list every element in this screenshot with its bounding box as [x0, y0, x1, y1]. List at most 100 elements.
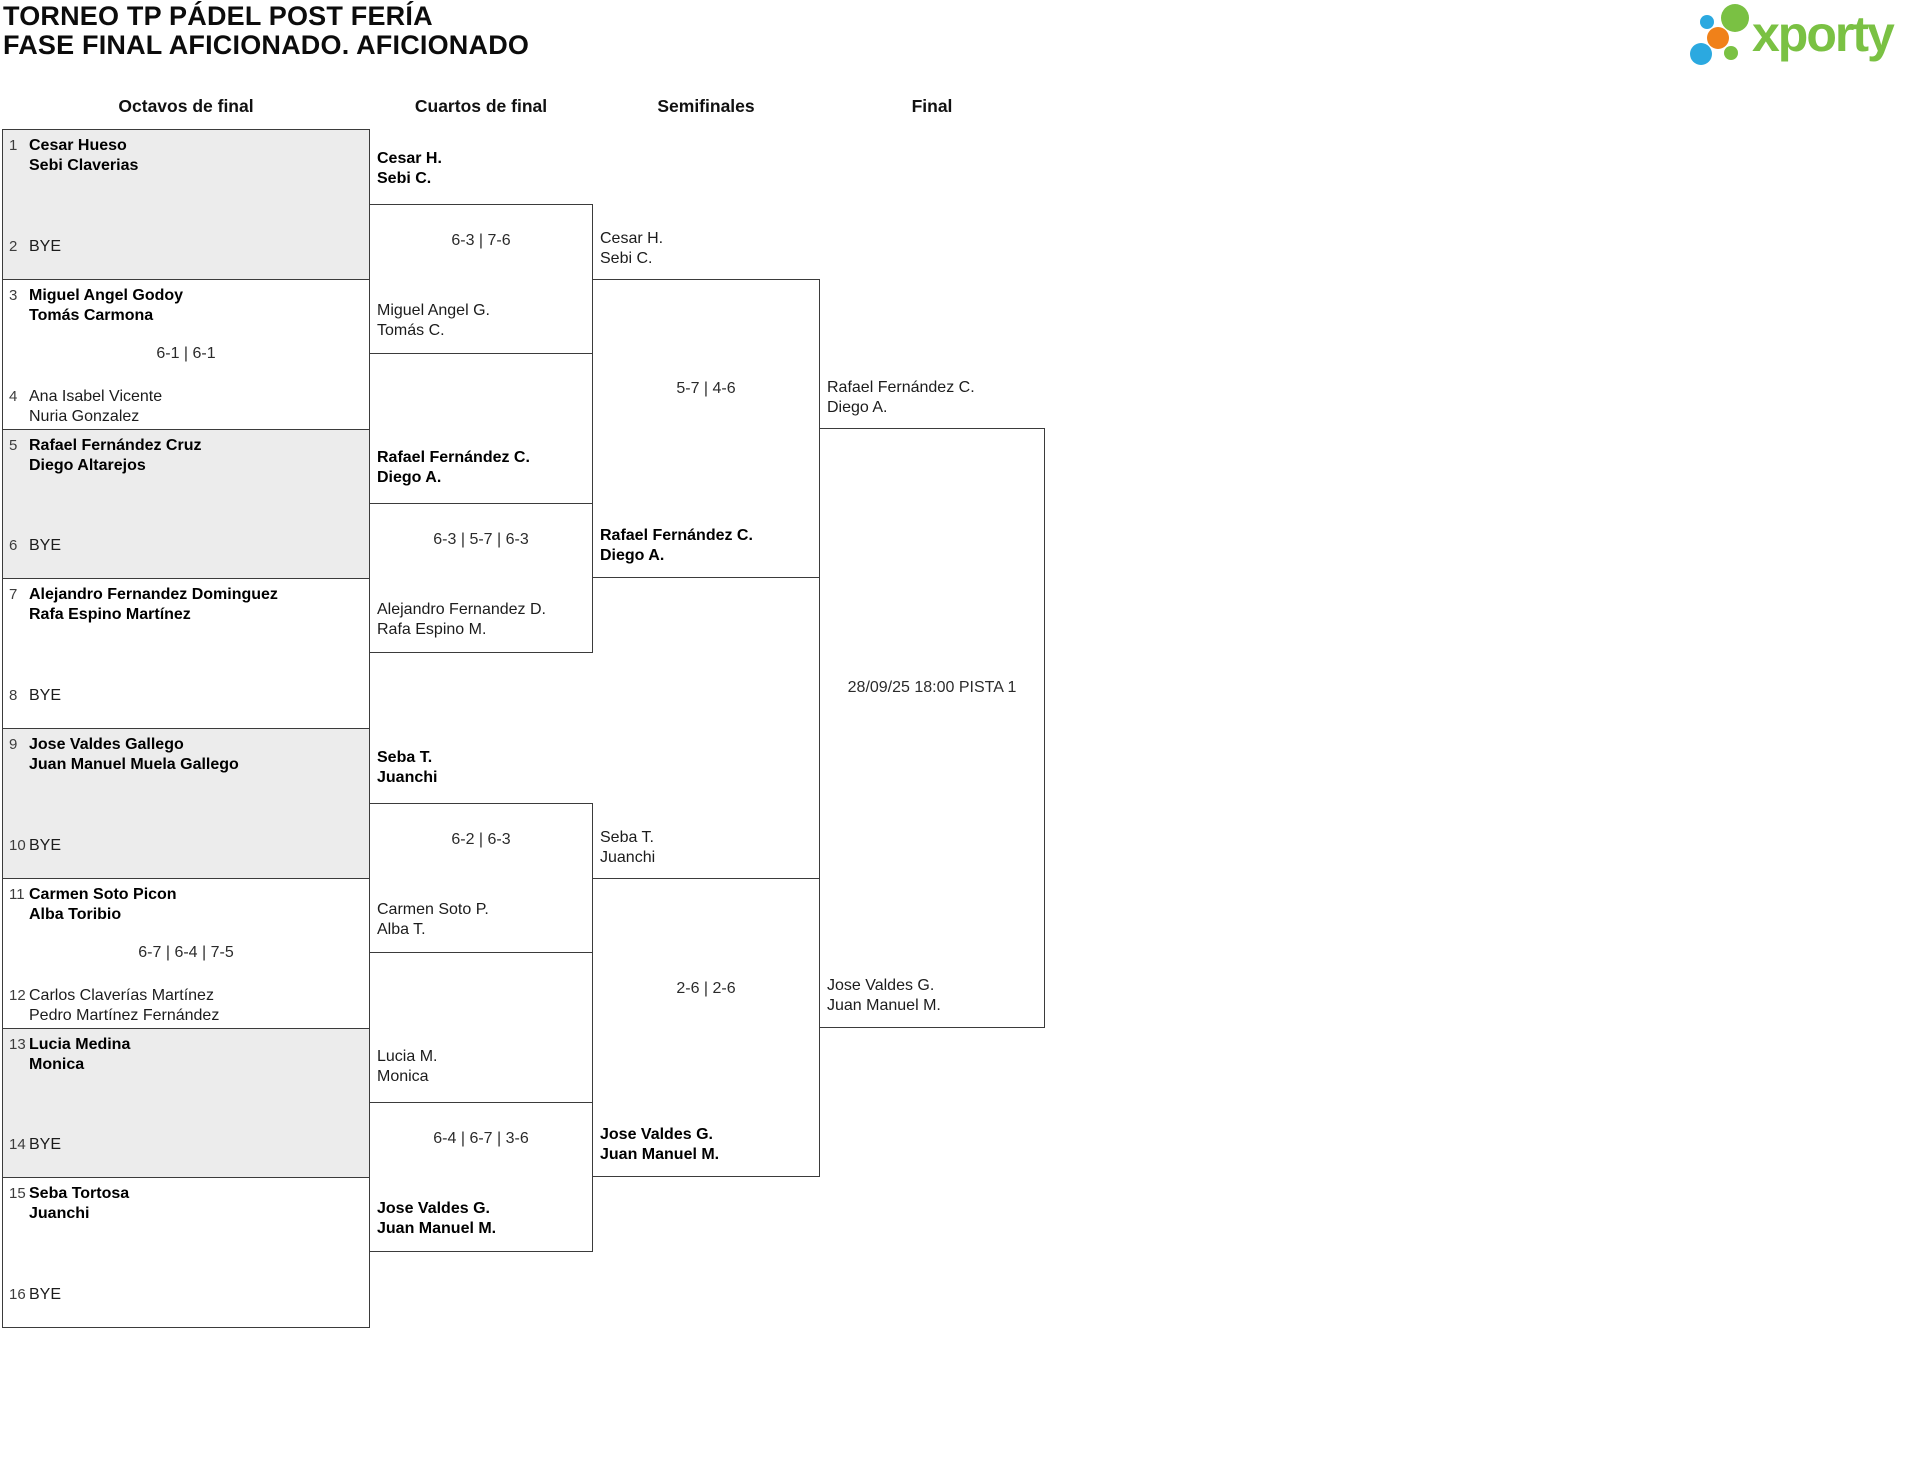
title-line-2: FASE FINAL AFICIONADO. AFICIONADO: [3, 30, 530, 60]
team-name: Monica: [377, 1068, 429, 1085]
team-name: Diego A.: [827, 399, 888, 416]
seed-number: 15: [9, 1185, 26, 1202]
seed-number: 8: [9, 687, 18, 704]
team-name: Juan Manuel Muela Gallego: [29, 756, 239, 773]
octavos-match-1: 1 Cesar Hueso Sebi Claverias 2 BYE: [2, 129, 370, 280]
match-score: 6-7 | 6-4 | 7-5: [138, 944, 234, 961]
team-name: Tomás C.: [377, 322, 445, 339]
octavos-match-6: 11 Carmen Soto Picon Alba Toribio 6-7 | …: [2, 878, 370, 1029]
advancing-team: Rafael Fernández C. Diego A.: [827, 378, 1039, 418]
team-name: Sebi C.: [377, 170, 432, 187]
advancing-team: Seba T. Juanchi: [377, 748, 589, 788]
advancing-team: Rafael Fernández C. Diego A.: [377, 448, 589, 488]
seed-number: 4: [9, 388, 18, 405]
seed-number: 11: [9, 886, 25, 903]
octavos-match-4: 7 Alejandro Fernandez Dominguez Rafa Esp…: [2, 578, 370, 729]
seed-number: 12: [9, 987, 26, 1004]
team-name: Carmen Soto P.: [377, 901, 489, 918]
team-name: Jose Valdes G.: [377, 1200, 490, 1217]
advancing-team: Cesar H. Sebi C.: [377, 149, 589, 189]
seed-number: 1: [9, 137, 18, 154]
advancing-team: Rafael Fernández C. Diego A.: [600, 526, 812, 566]
octavos-match-3: 5 Rafael Fernández Cruz Diego Altarejos …: [2, 429, 370, 579]
round-header-octavos: Octavos de final: [118, 96, 254, 116]
logo-dot-blue-small: [1700, 15, 1714, 29]
match-score: 2-6 | 2-6: [676, 980, 736, 997]
team-name: Diego A.: [377, 469, 442, 486]
team-entry: 12 Carlos Claverías Martínez Pedro Martí…: [9, 986, 365, 1026]
team-name: Rafael Fernández C.: [827, 379, 975, 396]
logo-dot-orange: [1707, 27, 1729, 49]
team-name: Nuria Gonzalez: [29, 408, 140, 425]
team-name: Juan Manuel M.: [827, 997, 941, 1014]
advancing-team: Alejandro Fernandez D. Rafa Espino M.: [377, 600, 589, 640]
team-name: Jose Valdes G.: [827, 977, 935, 994]
advancing-team: Cesar H. Sebi C.: [600, 229, 812, 269]
advancing-team: Lucia M. Monica: [377, 1047, 589, 1087]
team-name: BYE: [29, 537, 62, 554]
team-name: Lucia Medina: [29, 1036, 131, 1053]
team-entry: 9 Jose Valdes Gallego Juan Manuel Muela …: [9, 735, 365, 775]
advancing-team: Seba T. Juanchi: [600, 828, 812, 868]
logo-dot-green-large: [1721, 4, 1749, 32]
seed-number: 10: [9, 837, 26, 854]
seed-number: 6: [9, 537, 18, 554]
team-name: Carlos Claverías Martínez: [29, 987, 214, 1004]
team-entry: 2 BYE: [9, 237, 365, 277]
title-line-1: TORNEO TP PÁDEL POST FERÍA: [3, 1, 433, 31]
team-name: Cesar H.: [600, 230, 664, 247]
team-name: Sebi C.: [600, 250, 653, 267]
round-header-final: Final: [911, 96, 953, 116]
team-name: Pedro Martínez Fernández: [29, 1007, 220, 1024]
team-name: BYE: [29, 687, 62, 704]
team-name: Cesar H.: [377, 150, 442, 167]
octavos-match-7: 13 Lucia Medina Monica 14 BYE: [2, 1028, 370, 1178]
team-name: BYE: [29, 1136, 62, 1153]
final-match-box: [819, 428, 1045, 1028]
team-entry: 14 BYE: [9, 1135, 365, 1175]
team-name: Alba T.: [377, 921, 426, 938]
team-name: BYE: [29, 1286, 62, 1303]
match-score: 5-7 | 4-6: [676, 380, 736, 397]
team-entry: 1 Cesar Hueso Sebi Claverias: [9, 136, 365, 176]
team-name: Cesar Hueso: [29, 137, 127, 154]
advancing-team: Jose Valdes G. Juan Manuel M.: [827, 976, 1039, 1016]
octavos-match-5: 9 Jose Valdes Gallego Juan Manuel Muela …: [2, 728, 370, 879]
match-score: 6-1 | 6-1: [156, 345, 216, 362]
team-entry: 15 Seba Tortosa Juanchi: [9, 1184, 365, 1224]
advancing-team: Carmen Soto P. Alba T.: [377, 900, 589, 940]
team-entry: 3 Miguel Angel Godoy Tomás Carmona: [9, 286, 365, 326]
team-entry: 4 Ana Isabel Vicente Nuria Gonzalez: [9, 387, 365, 427]
team-name: Miguel Angel Godoy: [29, 287, 184, 304]
team-name: Miguel Angel G.: [377, 302, 490, 319]
cuartos-match-4-box: [369, 1102, 593, 1252]
team-name: Juan Manuel M.: [377, 1220, 497, 1237]
team-name: Diego Altarejos: [29, 457, 146, 474]
cuartos-match-2-box: [369, 503, 593, 653]
team-entry: 16 BYE: [9, 1285, 365, 1325]
team-name: Jose Valdes Gallego: [29, 736, 184, 753]
round-header-semifinales: Semifinales: [657, 96, 755, 116]
team-entry: 8 BYE: [9, 686, 365, 726]
team-name: Tomás Carmona: [29, 307, 154, 324]
team-name: Juanchi: [29, 1205, 90, 1222]
team-entry: 7 Alejandro Fernandez Dominguez Rafa Esp…: [9, 585, 365, 625]
team-name: BYE: [29, 238, 62, 255]
match-score: 6-3 | 5-7 | 6-3: [433, 531, 529, 548]
team-entry: 11 Carmen Soto Picon Alba Toribio: [9, 885, 365, 925]
team-name: Ana Isabel Vicente: [29, 388, 163, 405]
round-header-cuartos: Cuartos de final: [414, 96, 548, 116]
team-name: BYE: [29, 837, 62, 854]
team-name: Monica: [29, 1056, 85, 1073]
match-score: 6-4 | 6-7 | 3-6: [433, 1130, 529, 1147]
team-name: Juanchi: [377, 769, 438, 786]
logo-dot-blue-large: [1690, 43, 1712, 65]
advancing-team: Jose Valdes G. Juan Manuel M.: [600, 1125, 812, 1165]
xporty-logo-mark: [1690, 4, 1749, 65]
team-entry: 13 Lucia Medina Monica: [9, 1035, 365, 1075]
seed-number: 7: [9, 586, 18, 603]
team-name: Alba Toribio: [29, 906, 122, 923]
team-name: Rafa Espino Martínez: [29, 606, 191, 623]
seed-number: 3: [9, 287, 18, 304]
